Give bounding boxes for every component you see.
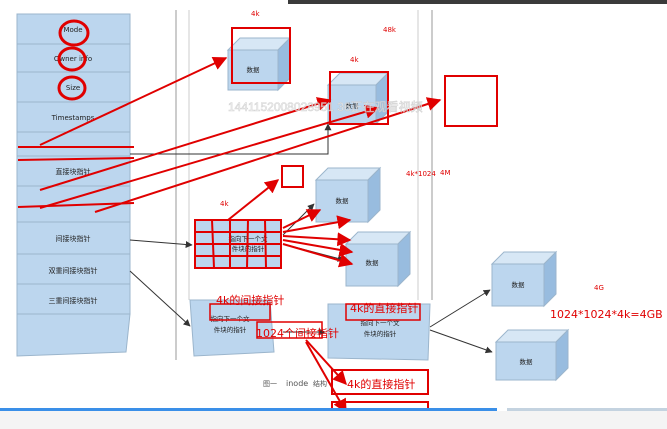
top-bar [288, 0, 667, 4]
double-indirect-block: 指向下一个文 件块的指针 [189, 299, 275, 357]
inode-row [16, 155, 131, 187]
data-label: 数据 [512, 280, 526, 289]
video-control-bar [0, 411, 667, 429]
inode-row [16, 283, 131, 315]
data-block: 数据 [344, 230, 412, 288]
svg-text:指向下一个文: 指向下一个文 [361, 318, 401, 327]
annotation-4k-top: 4k [251, 10, 260, 18]
annotation-48k: 48k [383, 26, 397, 34]
annotation-1024-pointers: 1024个间接指针 [256, 326, 339, 340]
caption-prefix: 图一 [263, 380, 277, 388]
annotation-4k-mid: 4k [350, 56, 359, 64]
inode-row-direct: 直接块指针 [56, 167, 91, 176]
video-progress-buffered[interactable] [507, 408, 667, 411]
annotation-4k-left: 4k [220, 200, 229, 208]
inode-table: Mode Owner info Size Timestamps 直接块指针 间接… [16, 13, 131, 357]
data-label: 数据 [346, 101, 360, 110]
annotation-4g: 4G [594, 284, 604, 292]
inode-row-size: Size [66, 84, 80, 92]
inode-row-timestamps: Timestamps [51, 114, 95, 122]
pointer-arrow [129, 123, 493, 354]
red-box-mark [281, 165, 304, 188]
inode-row [16, 131, 131, 157]
data-label: 数据 [247, 65, 261, 74]
red-circle-mark [58, 19, 90, 47]
data-block: 数据 [494, 328, 570, 382]
red-annotation-arrow [39, 56, 442, 414]
inode-row [16, 221, 131, 255]
inode-row [16, 13, 131, 45]
red-box-mark [444, 75, 498, 127]
annotation-4k-1024: 4k*1024 [406, 170, 436, 178]
red-box-mark [209, 303, 271, 321]
red-divider-mark [17, 157, 135, 161]
svg-text:件块的指针: 件块的指针 [214, 325, 247, 334]
red-box-mark [345, 303, 421, 321]
inode-row [16, 71, 131, 103]
red-circle-mark [57, 46, 87, 72]
annotation-indirect-4k: 4k的间接指针 [216, 293, 284, 307]
caption-suffix: 结构 [313, 379, 327, 388]
caption-inode: inode [286, 379, 308, 388]
inode-row-indirect: 间接块指针 [56, 234, 91, 243]
video-progress-played[interactable] [0, 408, 497, 411]
red-circle-mark [57, 75, 87, 101]
svg-text:件块的指针: 件块的指针 [364, 329, 397, 338]
inode-row-owner: Owner info [54, 55, 92, 63]
annotation-formula: 1024*1024*4k=4GB [550, 308, 663, 321]
data-label: 数据 [336, 196, 350, 205]
red-grid-mark [194, 219, 282, 269]
red-box-mark [331, 369, 429, 395]
red-box-mark [231, 27, 291, 84]
annotation-direct-4k-a: 4k的直接指针 [350, 301, 418, 315]
annotation-direct-4k-b: 4k的直接指针 [347, 377, 415, 391]
inode-row-mode: Mode [63, 26, 82, 34]
data-label: 数据 [366, 258, 380, 267]
data-block: 数据 [314, 166, 382, 224]
svg-text:指向下一个文: 指向下一个文 [211, 314, 251, 323]
annotation-4m: 4M [440, 169, 451, 177]
inode-row-triple-indirect: 三重间接块指针 [49, 296, 98, 305]
data-block: 数据 [490, 250, 558, 308]
red-divider-mark [17, 202, 135, 208]
watermark: 1441152008028951 36正在观看视频 [228, 99, 423, 114]
data-block: 数据 [326, 71, 390, 126]
inode-row-double-indirect: 双重间接块指针 [49, 266, 98, 275]
inode-row [16, 313, 131, 357]
data-label: 数据 [520, 357, 534, 366]
